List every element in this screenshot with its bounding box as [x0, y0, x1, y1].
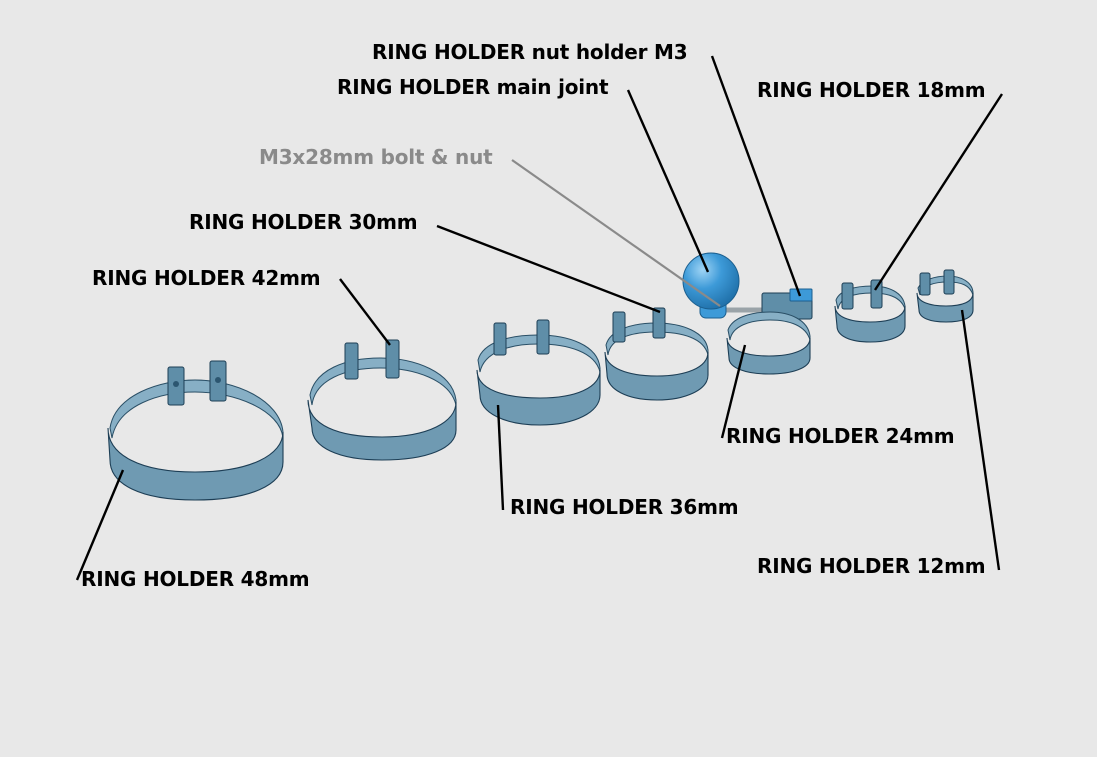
ring-holder-30mm-part	[604, 307, 709, 401]
leader-main-joint	[626, 89, 710, 273]
label-m3x28mm-bolt-nut: M3x28mm bolt & nut	[259, 145, 493, 169]
leader-holder-12	[960, 309, 1001, 571]
leader-holder-30	[436, 224, 661, 314]
ring-holder-48mm-part	[107, 360, 284, 501]
ring-holder-42mm-part	[307, 339, 457, 461]
label-ring-holder-18mm: RING HOLDER 18mm	[757, 78, 986, 102]
leader-holder-36	[496, 404, 505, 511]
ring-holder-24mm-part	[726, 311, 811, 375]
label-ring-holder-48mm: RING HOLDER 48mm	[81, 567, 310, 591]
label-ring-holder-30mm: RING HOLDER 30mm	[189, 210, 418, 234]
leader-holder-48	[75, 469, 125, 581]
leader-holder-42	[339, 278, 391, 346]
label-ring-holder-main-joint: RING HOLDER main joint	[337, 75, 609, 99]
leader-nut-holder	[710, 55, 802, 297]
ring-holder-12mm-part	[916, 269, 974, 323]
label-ring-holder-nut-holder-m3: RING HOLDER nut holder M3	[372, 40, 688, 64]
ring-holder-36mm-part	[476, 319, 601, 426]
ring-holder-18mm-part	[834, 279, 906, 343]
label-ring-holder-12mm: RING HOLDER 12mm	[757, 554, 986, 578]
leader-holder-18	[873, 93, 1004, 291]
leader-bolt-nut	[511, 159, 721, 307]
label-ring-holder-42mm: RING HOLDER 42mm	[92, 266, 321, 290]
label-ring-holder-24mm: RING HOLDER 24mm	[726, 424, 955, 448]
leader-lines	[75, 55, 1004, 581]
label-ring-holder-36mm: RING HOLDER 36mm	[510, 495, 739, 519]
main-joint-assembly-part	[682, 252, 813, 320]
leader-holder-24	[720, 344, 747, 439]
